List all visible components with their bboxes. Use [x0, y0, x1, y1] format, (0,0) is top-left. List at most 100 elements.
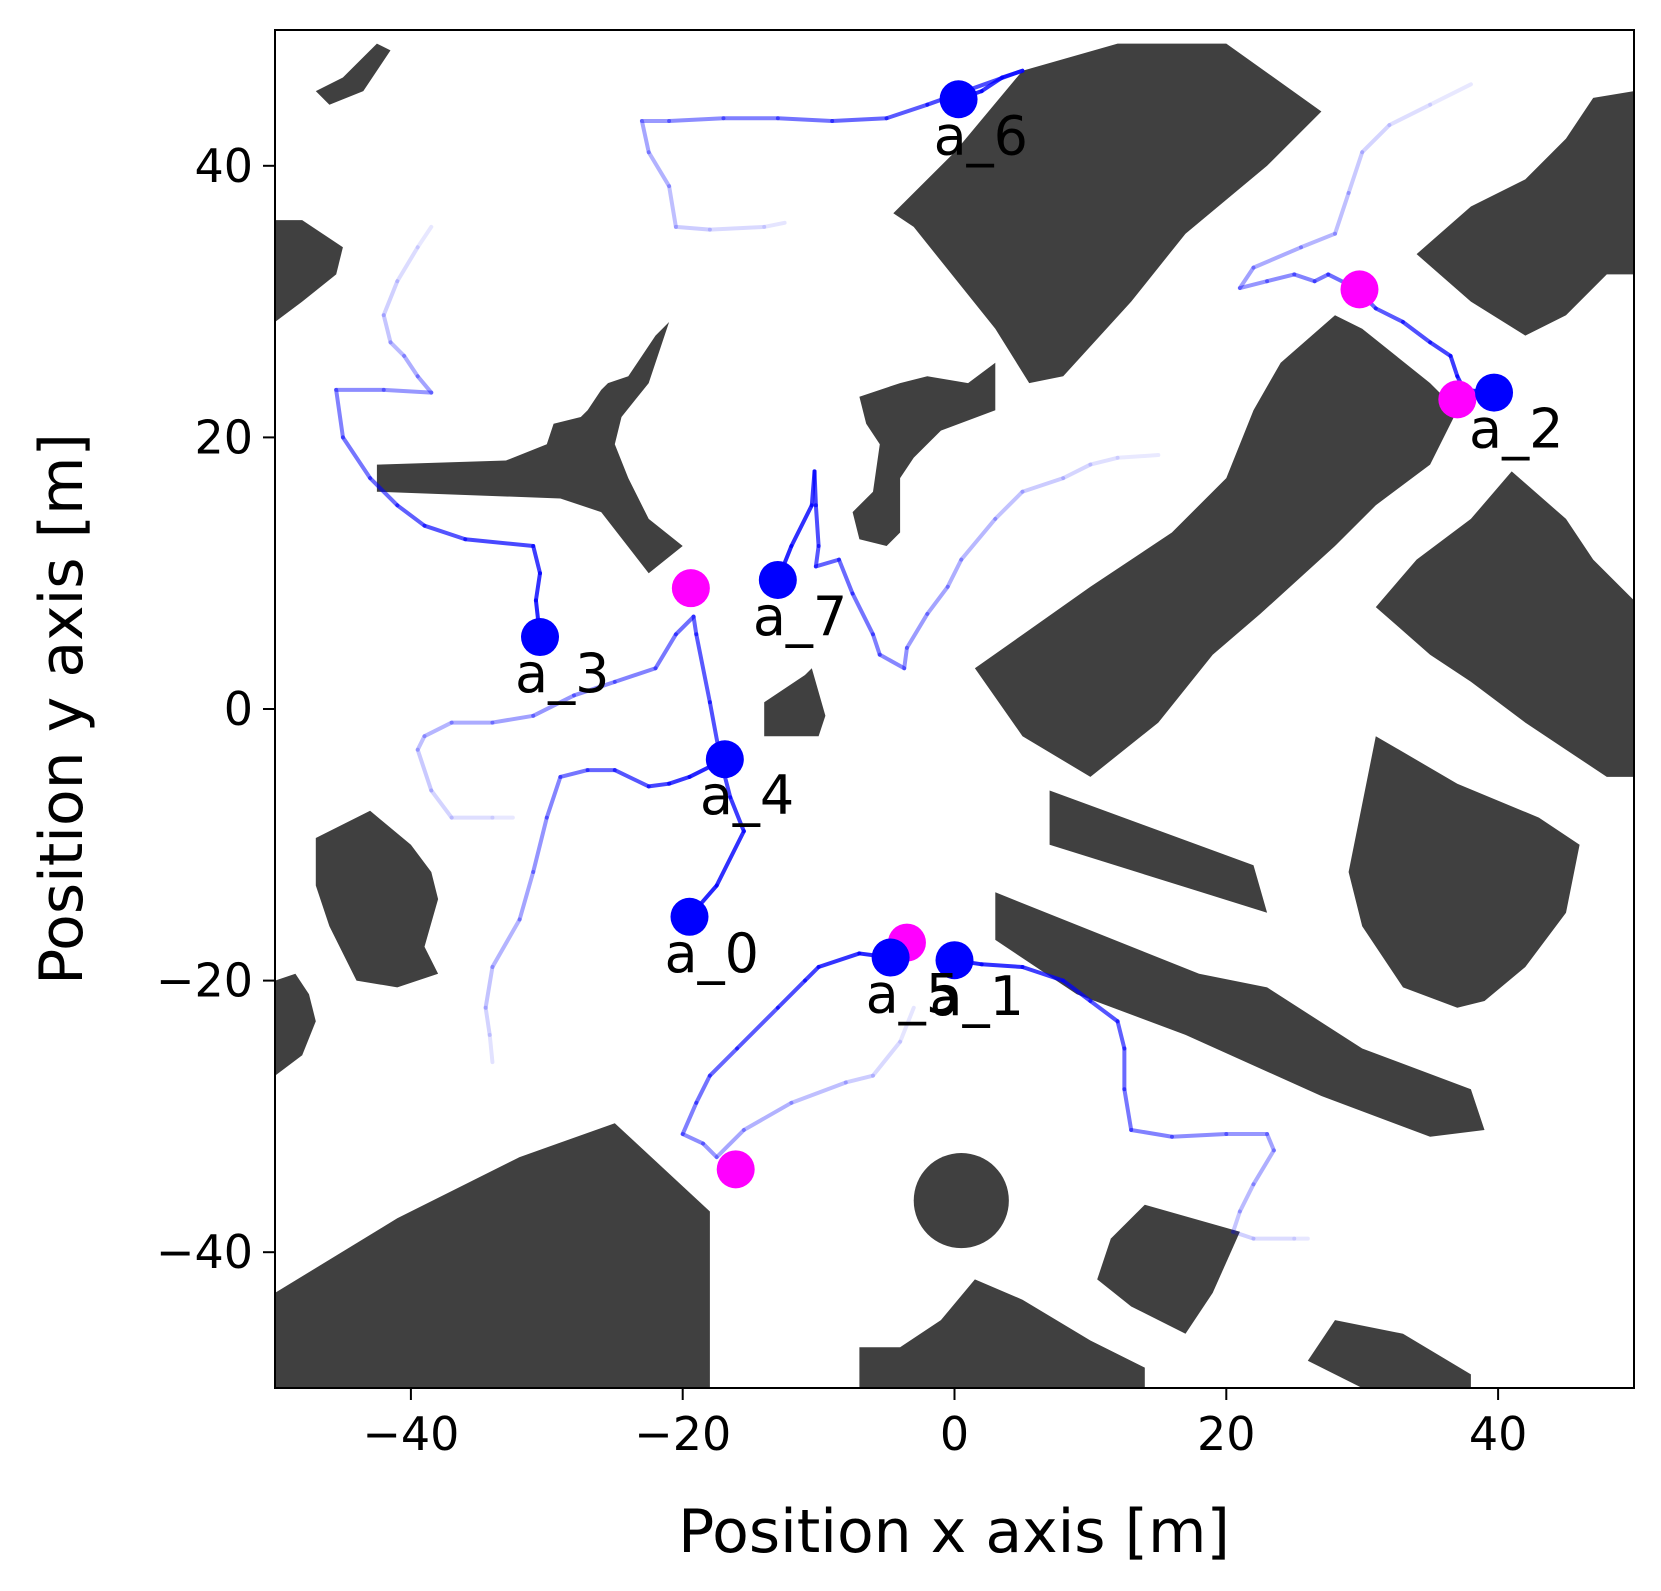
trail-a_2-segment [1292, 272, 1317, 284]
x-tick-label: 40 [1469, 1407, 1528, 1461]
agent-marker-a_4 [705, 740, 744, 779]
trail-a_4-segment [487, 1032, 495, 1065]
obstacle-4 [852, 362, 996, 546]
trail-a_1-segment [1061, 978, 1093, 1003]
agent-label-a_2: a_2 [1469, 398, 1563, 461]
trail-a_3-segment [395, 503, 427, 528]
trail-a_1-segment [1169, 1132, 1229, 1139]
trail-a_5-segment [803, 965, 821, 983]
trail-a_6-segment [667, 184, 678, 229]
y-tick-label: 20 [194, 410, 253, 464]
trail-a_5-segment [816, 951, 862, 970]
y-tick-label: 0 [224, 682, 253, 736]
goal-marker-1 [1340, 270, 1379, 309]
agent-marker-a_5 [871, 938, 910, 977]
trail-a_6-segment [673, 224, 712, 232]
trail-a_0-segment [691, 614, 699, 637]
obstacle-14 [1097, 1204, 1240, 1334]
obstacle-8 [1375, 471, 1634, 777]
trail-a_1-segment [1088, 998, 1120, 1024]
obstacle-round-0 [913, 1153, 1009, 1249]
trail-a_3-segment [381, 313, 393, 345]
trail-a_7-segment [1061, 462, 1093, 481]
trail-a_4-segment [612, 768, 651, 789]
obstacle-16 [859, 1279, 1145, 1388]
agent-marker-a_0 [670, 897, 709, 936]
trail-a_0-segment [714, 829, 746, 888]
y-tick-label: 40 [194, 139, 253, 193]
trail-a_7-segment [904, 611, 930, 650]
obstacle-7 [1416, 91, 1634, 336]
trail-a_7-segment [789, 503, 814, 549]
y-axis-ticks: −40 −20 0 20 40 [156, 139, 275, 1279]
trail-a_3-segment [388, 340, 407, 358]
goal-markers [671, 270, 1477, 1189]
trail-a_7-segment [902, 645, 909, 671]
y-tick-label: −20 [156, 954, 253, 1008]
x-axis-label: Position x axis [m] [678, 1497, 1230, 1567]
trail-a_4-segment [490, 917, 522, 970]
trail-a_7-segment [945, 557, 964, 589]
trail-a_0-segment [422, 720, 454, 739]
trail-a_6-segment [775, 116, 835, 123]
goal-marker-2 [1438, 380, 1477, 419]
trail-a_3-segment [381, 279, 400, 318]
trail-a_2-segment [1237, 265, 1256, 291]
trail-a_7-segment [812, 469, 818, 508]
trail-a_3-segment [422, 523, 468, 542]
trail-a_3-segment [334, 387, 345, 440]
agent-marker-a_6 [939, 80, 978, 119]
trail-a_0-segment [571, 679, 617, 698]
trail-a_3-segment [395, 245, 420, 284]
agent-marker-a_1 [935, 941, 974, 980]
trail-a_7-segment [870, 632, 882, 657]
trail-a_2-segment [1312, 272, 1331, 284]
x-tick-label: 20 [1197, 1407, 1256, 1461]
trail-a_3-segment [531, 544, 543, 576]
x-tick-label: 0 [940, 1407, 969, 1461]
trail-a_1-segment [1122, 1087, 1134, 1132]
trail-a_3-segment [340, 435, 373, 481]
trail-a_3-segment [402, 353, 420, 379]
trail-a_7-segment [813, 544, 821, 569]
x-tick-label: −40 [362, 1407, 459, 1461]
trail-a_5-segment [898, 1005, 916, 1044]
trail-a_3-segment [415, 224, 434, 250]
trail-a_7-segment [925, 584, 950, 616]
obstacle-5 [764, 668, 826, 737]
agent-labels: a_0a_1a_2a_3a_4a_5a_6a_7 [515, 104, 1563, 1028]
trail-a_2-segment [1373, 306, 1405, 324]
trail-a_2-segment [1346, 150, 1365, 195]
trail-a_2-segment [1333, 190, 1351, 236]
trail-a_4-segment [544, 774, 563, 820]
trail-a_0-segment [490, 713, 536, 725]
trail-a_4-segment [517, 869, 536, 922]
trail-a_4-segment [667, 774, 692, 786]
trail-a_1-segment [1237, 1182, 1256, 1214]
trail-a_7-segment [1088, 455, 1120, 467]
agent-label-a_0: a_0 [664, 922, 758, 985]
trail-a_7-segment [1115, 453, 1161, 460]
trail-a_1-segment [1231, 1209, 1242, 1234]
trail-a_0-segment [728, 795, 746, 834]
obstacle-1 [275, 220, 343, 322]
y-tick-label: −40 [156, 1225, 253, 1279]
obstacle-13 [1348, 736, 1580, 1008]
trail-a_2-segment [1265, 272, 1297, 284]
agent-marker-a_2 [1475, 373, 1514, 412]
trail-a_6-segment [667, 116, 726, 123]
trail-a_5-segment [680, 1132, 706, 1146]
trail-a_6-segment [639, 118, 651, 155]
trail-a_2-segment [1428, 82, 1473, 107]
trail-a_6-segment [646, 150, 672, 189]
trail-a_4-segment [558, 768, 590, 779]
obstacle-0 [315, 43, 391, 105]
obstacle-11 [1049, 790, 1268, 913]
trail-a_0-segment [531, 693, 576, 718]
trail-a_5-segment [870, 1039, 903, 1078]
trail-a_7-segment [1020, 476, 1066, 494]
trail-a_7-segment [813, 503, 821, 549]
agent-label-a_6: a_6 [934, 104, 1028, 167]
